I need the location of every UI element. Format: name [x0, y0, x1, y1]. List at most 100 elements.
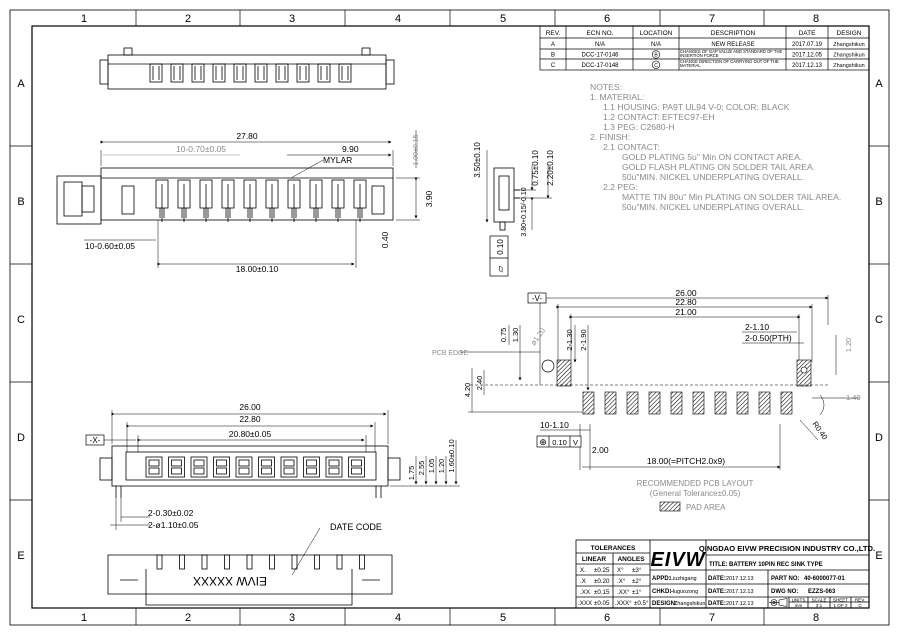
pad-area-legend — [659, 501, 681, 512]
col-label: 7 — [709, 612, 715, 624]
note-line: 2. FINISH: — [590, 132, 630, 142]
peg-hole-right — [800, 366, 808, 374]
bottom-cell — [258, 456, 275, 478]
row-label: B — [875, 196, 882, 208]
rev-cell: DCC-17-0146 — [581, 53, 619, 59]
bottom-cell — [235, 456, 253, 478]
dim-top-right: 1.00±0.15 — [413, 134, 420, 165]
label-tail — [246, 554, 253, 570]
tol-lin-val: ±0.15 — [594, 589, 610, 596]
note-line: 1.1 HOUSING: PA9T UL94 V-0; COLOR: BLACK — [603, 102, 790, 112]
tol-angles: ANGLES — [617, 556, 645, 563]
notes: NOTES: 1. MATERIAL: 1.1 HOUSING: PA9T UL… — [590, 82, 841, 212]
date-value: 2017.12.13 — [726, 589, 754, 595]
dim-pcb-140: 1.40 — [846, 393, 861, 402]
dim-pcb-2280: 22.80 — [675, 297, 697, 307]
dim-pcb-200: 2.00 — [592, 445, 609, 455]
marking-text: EIVW XXXXX — [193, 574, 267, 588]
note-line: 1.2 CONTACT: EFTEC97-EH — [603, 112, 715, 122]
note-line: MATTE TIN 80u" Min PLATING ON SOLDER TAI… — [622, 192, 841, 202]
pcb-pad — [582, 391, 595, 415]
top-slot — [275, 63, 289, 83]
top-slot — [170, 63, 184, 83]
bottom-cell-inner — [216, 467, 227, 475]
bottom-cell — [168, 456, 185, 478]
dim-pcb-420: 4.20 — [463, 383, 472, 398]
rev-cell: 2017.07.19 — [792, 42, 823, 48]
bottom-cell — [213, 456, 230, 478]
label-tail — [359, 554, 365, 570]
rev-desc-b: CHANGES OF GAP VALUE AND STANDARD OF THE… — [680, 49, 783, 59]
tol-title: TOLERANCES — [591, 545, 636, 552]
pcb-layout — [470, 302, 830, 416]
tol-lin-key: .XX — [580, 589, 590, 596]
row-labels-left: A B C D E — [17, 78, 25, 562]
col-label: 7 — [709, 13, 715, 25]
rev-header: LOCATION — [640, 30, 673, 37]
dwg-label: DWG NO: — [771, 589, 798, 595]
col-label: 2 — [185, 612, 191, 624]
top-slot — [191, 63, 205, 83]
pcb-pad — [736, 391, 749, 415]
pcb-pad — [714, 391, 727, 415]
bottom-view-labels: 26.00 22.80 20.80±0.05 2-0.30±0.02 2-ø1.… — [148, 402, 456, 530]
rev-header: DESIGN — [837, 30, 862, 37]
dim-pcb-pitch: 18.00(=PITCH2.0x9) — [647, 456, 725, 466]
dim-side-a: 3.50±0.10 — [473, 142, 482, 178]
position-ref: V — [573, 438, 578, 447]
label-tail — [336, 554, 343, 570]
row-label: A — [875, 78, 883, 90]
datum-v: -V- — [527, 292, 547, 304]
tol-ang-key: X° — [617, 567, 624, 574]
label-tail — [314, 554, 320, 570]
sheet-value: 1 OF 2 — [833, 603, 847, 608]
bottom-cell-inner — [238, 459, 250, 467]
note-line: 1.3 PEG: C2680-H — [603, 122, 675, 132]
bottom-cell — [145, 456, 163, 478]
position-symbol: ⊕ — [539, 437, 547, 447]
dim-255: 2.55 — [417, 461, 426, 476]
dim-pcb-130: 1.30 — [511, 328, 520, 343]
units-label: UNITS — [792, 597, 806, 602]
dim-pcb-21: 21.00 — [675, 307, 697, 317]
column-labels-bottom: 1 2 3 4 5 6 7 8 — [81, 612, 819, 624]
title-value: BATTERY 10PIN REC SINK TYPE — [729, 562, 823, 568]
date-value: 2017.12.13 — [726, 576, 754, 582]
pcb-pad — [626, 391, 639, 415]
pcb-layout-tolerance: (General Tolerance±0.05) — [650, 489, 741, 498]
rev-cell: Zhangshikun — [833, 53, 865, 59]
top-slot — [233, 63, 247, 83]
note-line: 50u"MIN. NICKEL UNDERPLATING OVERALL. — [622, 202, 804, 212]
tol-lin-val: ±0.25 — [594, 567, 610, 574]
front-view — [56, 167, 394, 268]
dim-tail-width: 10-0.60±0.05 — [85, 241, 135, 251]
row-labels-right: A B C D E — [875, 78, 883, 562]
units-value: mm — [795, 603, 803, 608]
rev-desc-c: CHANGE DIRECTION OF CARRYING OUT OF THE … — [680, 59, 779, 69]
date-label: DATE: — [708, 601, 726, 607]
position-tolerance-frame: ⊕ 0.10 V — [536, 435, 582, 448]
bottom-cell — [280, 456, 298, 478]
bottom-cell — [303, 456, 320, 478]
dim-pcb-2-130: 2-1.30 — [565, 329, 574, 350]
label-tail — [291, 554, 298, 570]
bottom-cell-inner — [283, 459, 295, 467]
label-view — [107, 554, 393, 606]
bottom-view — [99, 445, 401, 498]
dim-tail-span: 18.00±0.10 — [236, 264, 279, 274]
company-logo: EIVW — [650, 549, 706, 571]
bottom-cell-inner — [328, 459, 340, 467]
col-label: 5 — [500, 612, 506, 624]
note-line: GOLD FLASH PLATING ON SOLDER TAIL AREA. — [622, 162, 815, 172]
dim-pcb-10-110: 10-1.10 — [540, 420, 569, 430]
col-label: 4 — [395, 13, 401, 25]
tol-ang-val: ±1° — [632, 589, 642, 596]
sheet-label: SHEET — [833, 597, 849, 602]
title-block: TOLERANCES LINEAR ANGLES X. ±0.25 X° ±3°… — [575, 539, 875, 609]
tol-ang-val: ±2° — [632, 578, 642, 585]
bottom-cell-inner — [171, 459, 182, 467]
front-view-labels: 27.80 10-0.70±0.05 9.90 18.00±0.10 10-0.… — [85, 131, 434, 274]
pcb-dims — [460, 295, 860, 470]
pcb-pad — [758, 391, 771, 415]
